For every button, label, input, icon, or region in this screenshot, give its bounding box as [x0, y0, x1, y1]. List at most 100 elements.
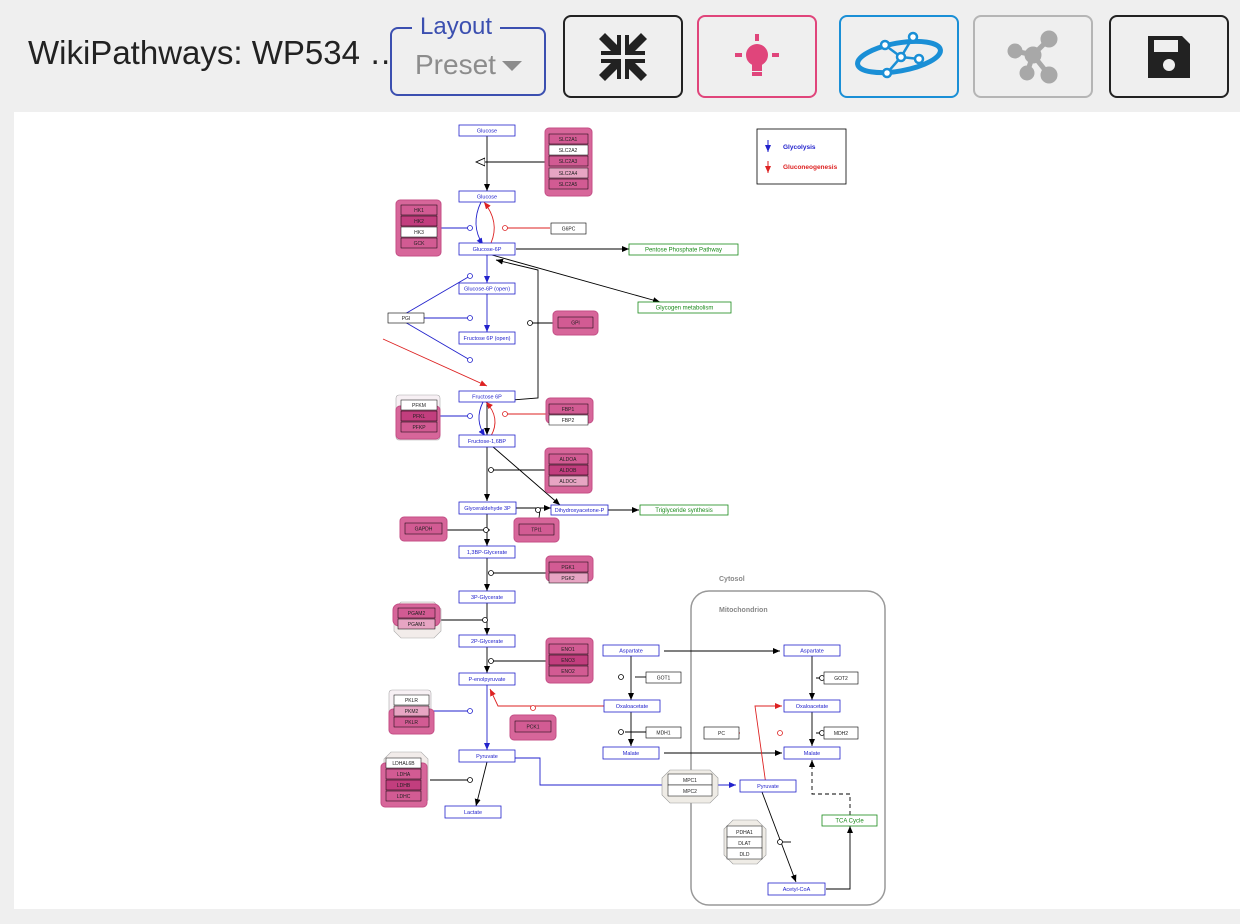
gene-group-pfk[interactable]: PFKM PFKL PFKP [395, 394, 441, 441]
metabolite-acetyl-coa[interactable]: Acetyl-CoA [767, 882, 826, 896]
gene-group-pgam[interactable]: PGAM2 PGAM1 [392, 601, 442, 639]
chevron-down-icon [502, 61, 522, 71]
metabolite-label: Aspartate [800, 649, 824, 655]
pathway-label: Pentose Phosphate Pathway [645, 248, 722, 254]
gene-label: GAPDH [415, 527, 433, 533]
gene-label: GPI [571, 321, 580, 327]
pathway-tca[interactable]: TCA Cycle [821, 814, 878, 827]
gene-tpi1[interactable]: TPI1 [513, 517, 560, 543]
gene-hk1: HK1 [414, 208, 424, 214]
gene-pdha1: PDHA1 [736, 830, 753, 836]
metabolite-3pg[interactable]: 3P-Glycerate [458, 590, 516, 604]
gene-slc2a2: SLC2A2 [559, 148, 578, 154]
metabolite-malate-cytosol[interactable]: Malate [602, 746, 660, 760]
metabolite-label: Glucose [477, 195, 497, 201]
layout-select[interactable]: Layout Preset [390, 13, 546, 96]
metabolite-glyceraldehyde-3p[interactable]: Glyceraldehyde 3P [458, 501, 517, 515]
gene-pkm2: PKM2 [405, 709, 419, 715]
gene-group-mpc[interactable]: MPC1 MPC2 [661, 769, 719, 804]
gene-pgam2: PGAM2 [408, 611, 426, 617]
gene-group-aldo[interactable]: ALDOA ALDOB ALDOC [544, 447, 593, 494]
cytosol-label: Cytosol [719, 576, 745, 583]
page-title: WikiPathways: WP534 … [28, 34, 403, 71]
gene-label: GOT1 [657, 676, 671, 682]
gene-pfkp: PFKP [412, 425, 426, 431]
gene-g6pc[interactable]: G6PC [550, 222, 587, 235]
gene-gapdh[interactable]: GAPDH [399, 516, 448, 542]
gene-fbp1: FBP1 [562, 407, 575, 413]
gene-group-pgk[interactable]: PGK1 PGK2 [545, 555, 594, 584]
metabolite-fructose-6p-open[interactable]: Fructose 6P (open) [458, 331, 516, 345]
pathway-triglyceride[interactable]: Triglyceride synthesis [639, 504, 729, 516]
metabolite-malate-mito[interactable]: Malate [783, 746, 841, 760]
gene-got1[interactable]: GOT1 [645, 671, 682, 684]
metabolite-label: Oxaloacetate [796, 704, 828, 710]
pathway-diagram[interactable]: Cytosol Mitochondrion Glycolysis Glucone… [14, 112, 1240, 909]
metabolite-label: 2P-Glycerate [471, 639, 503, 645]
metabolite-oxaloacetate-mito[interactable]: Oxaloacetate [783, 699, 841, 713]
metabolite-2pg[interactable]: 2P-Glycerate [458, 634, 516, 648]
gene-pck1[interactable]: PCK1 [509, 714, 557, 741]
metabolite-pep[interactable]: P-enolpyruvate [458, 672, 516, 686]
metabolite-aspartate-mito[interactable]: Aspartate [783, 644, 841, 657]
graph-nodes-button[interactable] [973, 15, 1093, 98]
metabolite-aspartate-cytosol[interactable]: Aspartate [602, 644, 660, 657]
gene-label: G6PC [562, 227, 576, 233]
gene-aldoc: ALDOC [559, 479, 577, 485]
metabolite-label: P-enolpyruvate [469, 677, 506, 683]
gene-group-hk[interactable]: HK1 HK2 HK3 GCK [395, 199, 442, 257]
gene-pfkm: PFKM [412, 403, 426, 409]
gene-pgi[interactable]: PGI [387, 312, 425, 324]
gene-group-fbp[interactable]: FBP1 FBP2 [545, 397, 594, 426]
gene-mdh1[interactable]: MDH1 [645, 726, 682, 739]
gene-got2[interactable]: GOT2 [823, 671, 859, 685]
highlight-bulb-icon [735, 33, 779, 76]
metabolite-label: Glucose [477, 129, 497, 135]
gene-group-pk[interactable]: PKLR PKM2 PKLR [388, 689, 435, 735]
metabolite-dhap[interactable]: Dihydroxyacetone-P [550, 504, 609, 516]
gene-mpc2: MPC2 [683, 789, 697, 795]
metabolite-glucose-top[interactable]: Glucose [458, 124, 516, 137]
gene-hk3: HK3 [414, 230, 424, 236]
gene-hk2: HK2 [414, 219, 424, 225]
network-overlay-icon [855, 31, 943, 78]
pathway-glycogen[interactable]: Glycogen metabolism [637, 301, 732, 314]
collapse-button[interactable] [563, 15, 683, 98]
gene-mdh2[interactable]: MDH2 [823, 726, 859, 740]
metabolite-pyruvate[interactable]: Pyruvate [458, 749, 516, 763]
gene-label: GOT2 [834, 676, 848, 682]
metabolite-label: Glucose-6P (open) [464, 287, 510, 293]
metabolite-fructose-16bp[interactable]: Fructose-1,6BP [458, 434, 516, 448]
metabolite-label: Fructose 6P (open) [464, 336, 511, 342]
gene-label: PCK1 [526, 725, 539, 731]
metabolite-pyruvate-mito[interactable]: Pyruvate [739, 779, 797, 793]
metabolite-lactate[interactable]: Lactate [444, 805, 502, 819]
pathway-ppp[interactable]: Pentose Phosphate Pathway [628, 243, 739, 256]
gene-pgk2: PGK2 [561, 576, 575, 582]
metabolite-13bpg[interactable]: 1,3BP-Glycerate [458, 545, 516, 559]
network-overlay-button[interactable] [839, 15, 959, 98]
mitochondrion-compartment [690, 590, 886, 906]
metabolite-label: Aspartate [619, 649, 643, 655]
gene-pc[interactable]: PC [703, 726, 740, 740]
metabolite-glucose-6p[interactable]: Glucose-6P [458, 242, 516, 256]
gene-slc2a1: SLC2A1 [559, 137, 578, 143]
save-button[interactable] [1109, 15, 1229, 98]
metabolite-oxaloacetate-cytosol[interactable]: Oxaloacetate [603, 699, 661, 713]
gene-gpi[interactable]: GPI [552, 310, 599, 336]
metabolite-label: Malate [804, 751, 821, 757]
pathway-canvas[interactable]: Cytosol Mitochondrion Glycolysis Glucone… [14, 112, 1240, 909]
gene-aldob: ALDOB [560, 468, 578, 474]
gene-group-slc2a[interactable]: SLC2A1 SLC2A2 SLC2A3 SLC2A4 SLC2A5 [544, 127, 593, 197]
gene-group-eno[interactable]: ENO1 ENO3 ENO2 [545, 637, 594, 684]
metabolite-fructose-6p[interactable]: Fructose 6P [458, 390, 516, 403]
gene-group-pdh[interactable]: PDHA1 DLAT DLD [723, 819, 767, 865]
metabolite-label: 3P-Glycerate [471, 595, 503, 601]
gene-label: TPI1 [531, 528, 542, 534]
gene-group-ldh[interactable]: LDHAL6B LDHA LDHB LDHC [380, 751, 429, 808]
highlight-button[interactable] [697, 15, 817, 98]
pathway-label: TCA Cycle [835, 819, 864, 825]
metabolite-glucose[interactable]: Glucose [458, 190, 516, 203]
metabolite-glucose-6p-open[interactable]: Glucose-6P (open) [458, 282, 516, 295]
legend-glycolysis: Glycolysis [783, 144, 816, 151]
